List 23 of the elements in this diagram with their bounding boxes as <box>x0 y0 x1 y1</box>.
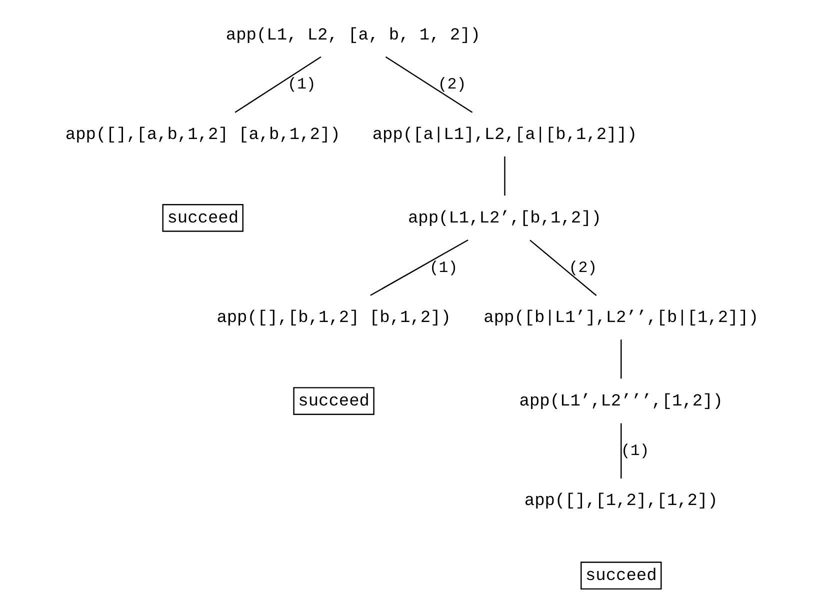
node-text: app(L1, L2, [a, b, 1, 2]) <box>225 26 480 46</box>
node-text: app([a|L1],L2,[a|[b,1,2]]) <box>372 126 637 145</box>
edge-label: (2) <box>437 76 466 94</box>
connector <box>504 156 505 196</box>
node-box: succeed <box>580 562 662 590</box>
edge-label: (2) <box>568 258 597 277</box>
node-text: app([],[b,1,2] [b,1,2]) <box>216 308 450 328</box>
connector <box>234 56 321 113</box>
node-box: succeed <box>162 204 243 232</box>
node-box: succeed <box>292 387 374 415</box>
node-text: app([],[a,b,1,2] [a,b,1,2]) <box>64 126 340 145</box>
node-text: app([b|L1’],L2’’,[b|[1,2]]) <box>483 308 758 328</box>
node-text: app(L1,L2’,[b,1,2]) <box>408 209 601 228</box>
edge-label: (1) <box>620 442 649 460</box>
edge-label: (1) <box>287 76 316 94</box>
node-text: app([],[1,2],[1,2]) <box>524 492 718 511</box>
edge-label: (1) <box>428 258 458 277</box>
connector <box>384 56 472 113</box>
connector <box>529 240 596 296</box>
node-text: app(L1’,L2’’’,[1,2]) <box>518 392 722 412</box>
connector <box>620 423 622 479</box>
connector <box>370 239 468 296</box>
connector <box>620 340 622 379</box>
